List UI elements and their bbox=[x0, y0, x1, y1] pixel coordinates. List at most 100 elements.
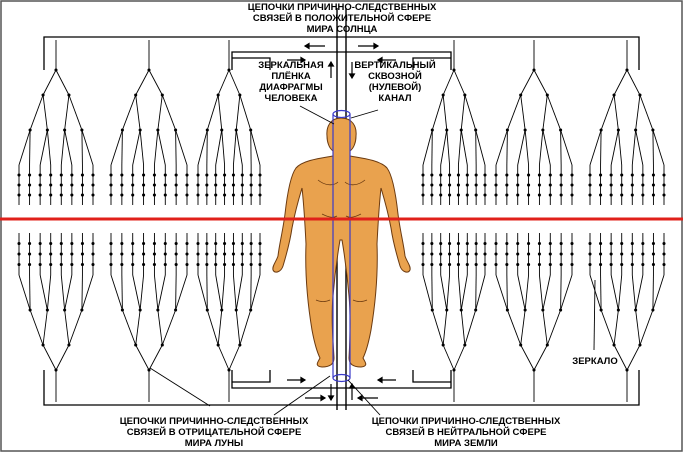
tree-node bbox=[519, 93, 523, 97]
tree-branch bbox=[232, 274, 237, 311]
tree-branch bbox=[46, 129, 52, 166]
tree-node bbox=[559, 183, 563, 187]
tree-branch bbox=[652, 274, 654, 311]
tree-node bbox=[421, 241, 425, 246]
tree-node bbox=[80, 173, 84, 177]
arrow-right-icon-head bbox=[373, 42, 380, 50]
tree-node bbox=[599, 252, 603, 256]
tree-node bbox=[516, 183, 520, 187]
tree-node bbox=[516, 241, 520, 246]
tree-branch bbox=[440, 129, 448, 166]
tree-node bbox=[638, 93, 642, 97]
tree-node bbox=[163, 173, 167, 177]
tree-node bbox=[662, 241, 666, 246]
tree-node bbox=[59, 173, 63, 177]
top-bracket-inner bbox=[231, 51, 452, 70]
tree-branch bbox=[639, 309, 654, 346]
tree-branch bbox=[235, 309, 241, 346]
tree-node bbox=[28, 193, 32, 197]
tree-node bbox=[651, 262, 655, 267]
tree-node bbox=[28, 308, 32, 312]
tree-branch bbox=[495, 274, 508, 311]
tree-node bbox=[612, 343, 616, 347]
tree-branch bbox=[542, 129, 551, 166]
tree-branch bbox=[457, 129, 462, 166]
tree-branch bbox=[39, 274, 48, 311]
tree-branch bbox=[533, 344, 548, 371]
tree-branch bbox=[422, 129, 433, 166]
tree-node bbox=[120, 262, 124, 267]
tree-branch bbox=[121, 129, 123, 166]
tree-node bbox=[214, 193, 218, 197]
left-inner-bracket-bottom bbox=[232, 370, 271, 383]
tree-branch bbox=[506, 129, 508, 166]
tree-node bbox=[630, 241, 634, 246]
arrow-left-icon-head bbox=[376, 376, 383, 384]
tree-node bbox=[174, 173, 178, 177]
leader-lines bbox=[149, 105, 596, 416]
tree-node bbox=[59, 241, 63, 246]
tree-branch bbox=[520, 344, 535, 371]
tree-node bbox=[59, 193, 63, 197]
tree-node bbox=[160, 343, 164, 347]
tree-node bbox=[516, 252, 520, 256]
tree-node bbox=[456, 183, 460, 187]
tree-node bbox=[109, 183, 113, 187]
tree-node bbox=[196, 193, 200, 197]
tree-node bbox=[570, 173, 574, 177]
tree-node bbox=[620, 183, 624, 187]
tree-branch bbox=[617, 129, 623, 166]
tree-node bbox=[630, 183, 634, 187]
tree-node bbox=[17, 262, 21, 267]
tree-branch bbox=[524, 129, 530, 166]
tree-node bbox=[527, 183, 531, 187]
tree-node bbox=[216, 93, 220, 97]
tree-node bbox=[448, 252, 452, 256]
tree-branch bbox=[639, 94, 654, 131]
tree-node bbox=[523, 128, 527, 132]
tree-branch bbox=[239, 309, 252, 346]
tree-branch bbox=[235, 274, 243, 311]
tree-node bbox=[483, 183, 487, 187]
tree-branch bbox=[132, 274, 141, 311]
tree-branch bbox=[442, 309, 448, 346]
tree-node bbox=[196, 173, 200, 177]
tree-node bbox=[231, 262, 235, 267]
tree-node bbox=[448, 193, 452, 197]
tree-branch bbox=[506, 274, 508, 311]
leader-moon-2 bbox=[149, 367, 211, 407]
tree-node bbox=[205, 241, 209, 246]
tree-node bbox=[516, 193, 520, 197]
tree-branch bbox=[422, 274, 433, 311]
tree-node bbox=[131, 173, 135, 177]
tree-node bbox=[216, 343, 220, 347]
tree-branch bbox=[652, 274, 665, 311]
tree-branch bbox=[524, 274, 530, 311]
tree-node bbox=[651, 173, 655, 177]
tree-node bbox=[456, 252, 460, 256]
tree-node bbox=[448, 183, 452, 187]
tree-branch bbox=[197, 274, 208, 311]
tree-node bbox=[80, 308, 84, 312]
tree-node bbox=[258, 241, 262, 246]
tree-branch bbox=[55, 344, 70, 371]
tree-node bbox=[439, 173, 443, 177]
tree-node bbox=[494, 193, 498, 197]
tree-node bbox=[109, 193, 113, 197]
tree-branch bbox=[589, 129, 602, 166]
tree-node bbox=[430, 308, 434, 312]
tree-node bbox=[38, 241, 42, 246]
tree-node bbox=[49, 262, 53, 267]
tree-node bbox=[430, 262, 434, 267]
tree-node bbox=[516, 262, 520, 267]
tree-branch bbox=[652, 129, 665, 166]
tree-node bbox=[641, 262, 645, 267]
tree-node bbox=[163, 252, 167, 256]
tree-branch bbox=[446, 129, 451, 166]
tree-branch bbox=[506, 94, 522, 131]
tree-branch bbox=[221, 129, 226, 166]
tree-node bbox=[662, 183, 666, 187]
tree-node bbox=[523, 308, 527, 312]
tree-branch bbox=[542, 94, 548, 131]
